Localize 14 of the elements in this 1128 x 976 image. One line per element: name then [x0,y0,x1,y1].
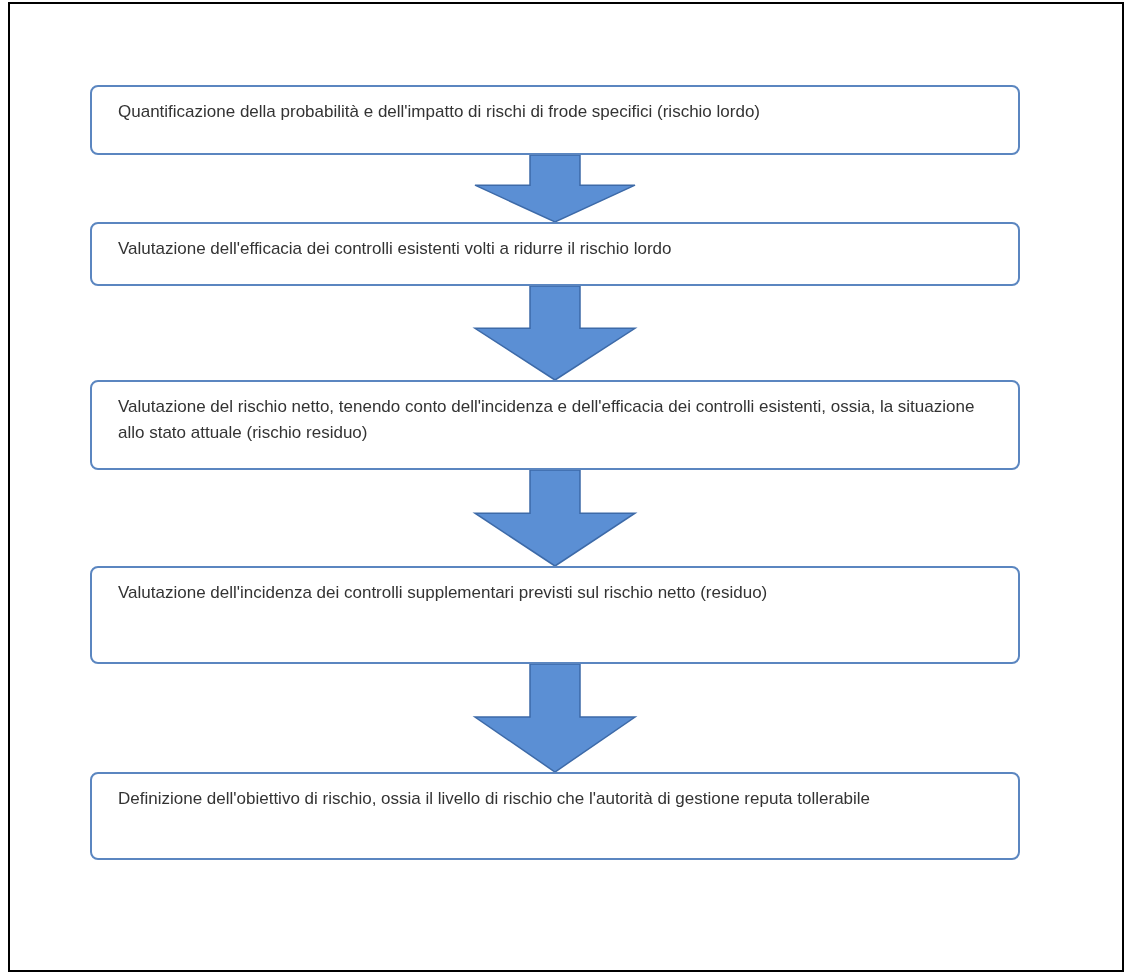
block-arrow [472,285,638,381]
process-box [90,380,1020,470]
process-box [90,85,1020,155]
step-text: Valutazione del rischio netto, tenendo conto dell'incidenza e dell'efficacia dei controlli esistenti, ossia, la situazione allo stato attuale (rischio residuo) [118,396,976,444]
process-box [90,566,1020,664]
block-arrow [472,663,638,773]
process-box [90,222,1020,286]
process-box [90,772,1020,860]
step-text: Definizione dell'obiettivo di rischio, ossia il livello di rischio che l'autorità di gestione reputa tollerabile [118,788,872,810]
block-arrow [472,469,638,567]
step-text: Quantificazione della probabilità e dell'impatto di rischi di frode specifici (rischio lordo) [118,101,761,123]
step-text: Valutazione dell'efficacia dei controlli esistenti volti a ridurre il rischio lordo [118,238,673,260]
step-text: Valutazione dell'incidenza dei controlli supplementari previsti sul rischio netto (residuo) [118,582,769,604]
block-arrow [474,154,636,223]
